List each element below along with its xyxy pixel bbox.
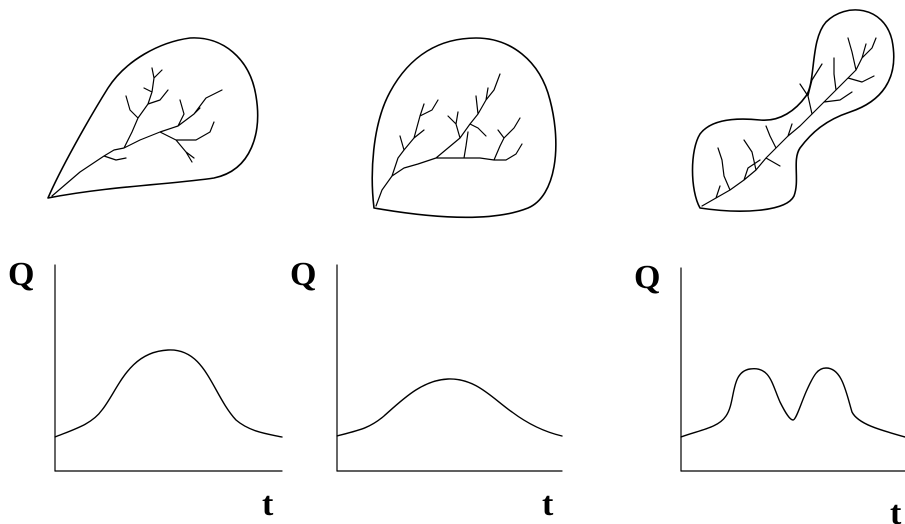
hydrograph-2-curve xyxy=(336,378,563,437)
hydrograph-1-curve xyxy=(54,349,283,438)
hydrograph-2: Q t xyxy=(290,256,563,523)
basin-2-outline xyxy=(371,37,557,218)
hydrograph-3-x-label: t xyxy=(890,495,902,524)
basin-1-outline xyxy=(47,37,259,199)
basin-1 xyxy=(47,37,259,199)
basin-2 xyxy=(371,37,557,218)
basin-1-channels xyxy=(51,67,223,197)
basin-3-outline xyxy=(691,9,895,212)
basin-2-channels xyxy=(375,73,523,207)
hydrograph-3-y-label: Q xyxy=(634,259,660,296)
basin-3-channels xyxy=(701,37,877,207)
hydrograph-1-x-label: t xyxy=(262,486,274,523)
hydrograph-1: Q t xyxy=(8,256,283,523)
hydrograph-2-y-label: Q xyxy=(290,256,316,293)
hydrograph-3: Q t xyxy=(634,259,905,524)
basin-3 xyxy=(691,9,895,212)
hydrograph-3-curve xyxy=(680,367,905,438)
hydrograph-1-y-label: Q xyxy=(8,256,34,293)
hydrograph-2-x-label: t xyxy=(542,486,554,523)
